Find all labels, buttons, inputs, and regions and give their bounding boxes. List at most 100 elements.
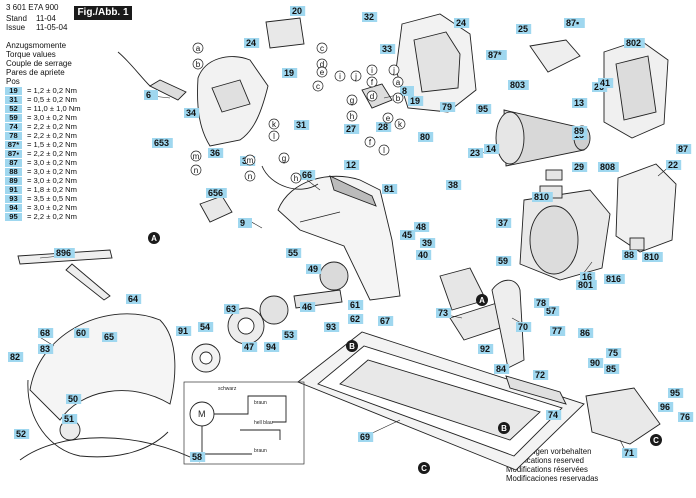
reference-disc <box>498 422 510 434</box>
part-number: 65 <box>104 332 114 342</box>
letter-callout-circle <box>394 118 406 130</box>
part-label-box <box>380 44 396 54</box>
part-number: 77 <box>552 326 562 336</box>
torque-value: = 2,2 ± 0,2 Nm <box>27 212 77 221</box>
torque-row: 87▪= 2,2 ± 0,2 Nm <box>5 149 117 158</box>
part-label-box <box>190 452 206 462</box>
part-number: 66 <box>302 170 312 180</box>
part-number: 24 <box>246 38 256 48</box>
torque-row: 52 = 11,0 ± 1,0 Nm <box>5 104 117 113</box>
reference-disc <box>476 294 488 306</box>
part-number: 48 <box>416 222 426 232</box>
wiring-label: hell blau <box>254 420 273 426</box>
part-label-box <box>38 328 54 338</box>
part-number: 802 <box>626 38 641 48</box>
part-number: 55 <box>288 248 298 258</box>
part-label-box <box>486 50 507 60</box>
letter-callout: k <box>272 120 277 129</box>
letter-callout-circle <box>190 150 202 162</box>
part-label-box <box>62 414 78 424</box>
blade-guard-drawing <box>277 175 401 301</box>
part-label-box <box>478 344 494 354</box>
part-number: 39 <box>422 238 432 248</box>
letter-callout: i <box>371 66 373 75</box>
part-number: 49 <box>308 264 318 274</box>
letter-callout: c <box>316 82 320 91</box>
part-number: 816 <box>606 274 621 284</box>
part-number: 40 <box>418 250 428 260</box>
letter-callout-circle <box>290 172 302 184</box>
part-number: 92 <box>480 344 490 354</box>
letter-callout: f <box>371 78 374 87</box>
part-number: 83 <box>40 344 50 354</box>
part-number: 95 <box>478 104 488 114</box>
torque-value: = 1,2 ± 0,2 Nm <box>27 86 77 95</box>
part-number: 76 <box>680 412 690 422</box>
part-number: 656 <box>208 188 223 198</box>
torque-pos: 52 <box>5 104 22 113</box>
part-number: 86 <box>580 328 590 338</box>
letter-callout-circle <box>334 70 346 82</box>
letter-callout-circle <box>244 170 256 182</box>
part-number: 67 <box>380 316 390 326</box>
part-number: 96 <box>660 402 670 412</box>
part-label-box <box>666 160 682 170</box>
legend-heading: Anzugsmomente <box>6 41 67 50</box>
part-number: 82 <box>10 352 20 362</box>
part-label-box <box>102 332 118 342</box>
part-number: 25 <box>518 24 528 34</box>
reference-letter: C <box>653 436 659 445</box>
part-number: 14 <box>486 144 496 154</box>
notice-line: Modifications reserved <box>506 456 585 465</box>
letter-callout-circle <box>312 80 324 92</box>
part-label-box <box>416 250 432 260</box>
letter-callout-circle <box>346 94 358 106</box>
part-label-box <box>290 6 306 16</box>
part-label-box <box>400 230 416 240</box>
part-number: 27 <box>346 124 356 134</box>
part-number: 94 <box>266 342 276 352</box>
part-number: 896 <box>56 248 71 258</box>
torque-pos: 89 <box>5 176 22 185</box>
legend-heading: Pos <box>6 77 20 86</box>
part-number: 85 <box>606 364 616 374</box>
wiring-label: M <box>198 409 206 419</box>
torque-row: 93= 3,5 ± 0,5 Nm <box>5 194 117 203</box>
torque-row: 19= 1,2 ± 0,2 Nm <box>5 86 117 95</box>
reference-letter: B <box>349 342 355 351</box>
torque-value: = 11,0 ± 1,0 Nm <box>27 104 81 113</box>
torque-pos: 95 <box>5 212 22 221</box>
letter-callout-circle <box>388 64 400 76</box>
part-number: 28 <box>378 122 388 132</box>
letter-callout-circle <box>192 58 204 70</box>
letter-callout-circle <box>366 76 378 88</box>
part-number: 51 <box>64 414 74 424</box>
torque-value: = 3,0 ± 0,2 Nm <box>27 203 77 212</box>
letter-callout-circle <box>268 118 280 130</box>
torque-pos: 94 <box>5 203 22 212</box>
gear-flange-drawing <box>259 295 289 325</box>
torque-pos: 74 <box>5 122 22 131</box>
reference-disc <box>418 462 430 474</box>
part-number: 89 <box>574 126 584 136</box>
reference-letter: A <box>479 296 485 305</box>
part-label-box <box>14 429 30 439</box>
legend-heading: Torque values <box>6 50 56 59</box>
part-label-box <box>598 162 619 172</box>
notice-line: Modificaciones reservadas <box>506 474 599 483</box>
letter-callout: h <box>350 112 354 121</box>
part-label-box <box>382 184 398 194</box>
torque-value: = 1,8 ± 0,2 Nm <box>27 185 77 194</box>
part-number: 29 <box>574 162 584 172</box>
part-number: 79 <box>442 102 452 112</box>
part-label-box <box>576 280 597 290</box>
letter-callout-circle <box>278 152 290 164</box>
stator-cover-drawing <box>615 163 677 253</box>
letter-callout: n <box>194 166 198 175</box>
part-label-box <box>376 122 392 132</box>
part-label-box <box>532 192 553 202</box>
letter-callout: f <box>369 138 372 147</box>
part-number: 8 <box>402 86 407 96</box>
part-label-box <box>206 188 227 198</box>
part-number: 73 <box>438 308 448 318</box>
